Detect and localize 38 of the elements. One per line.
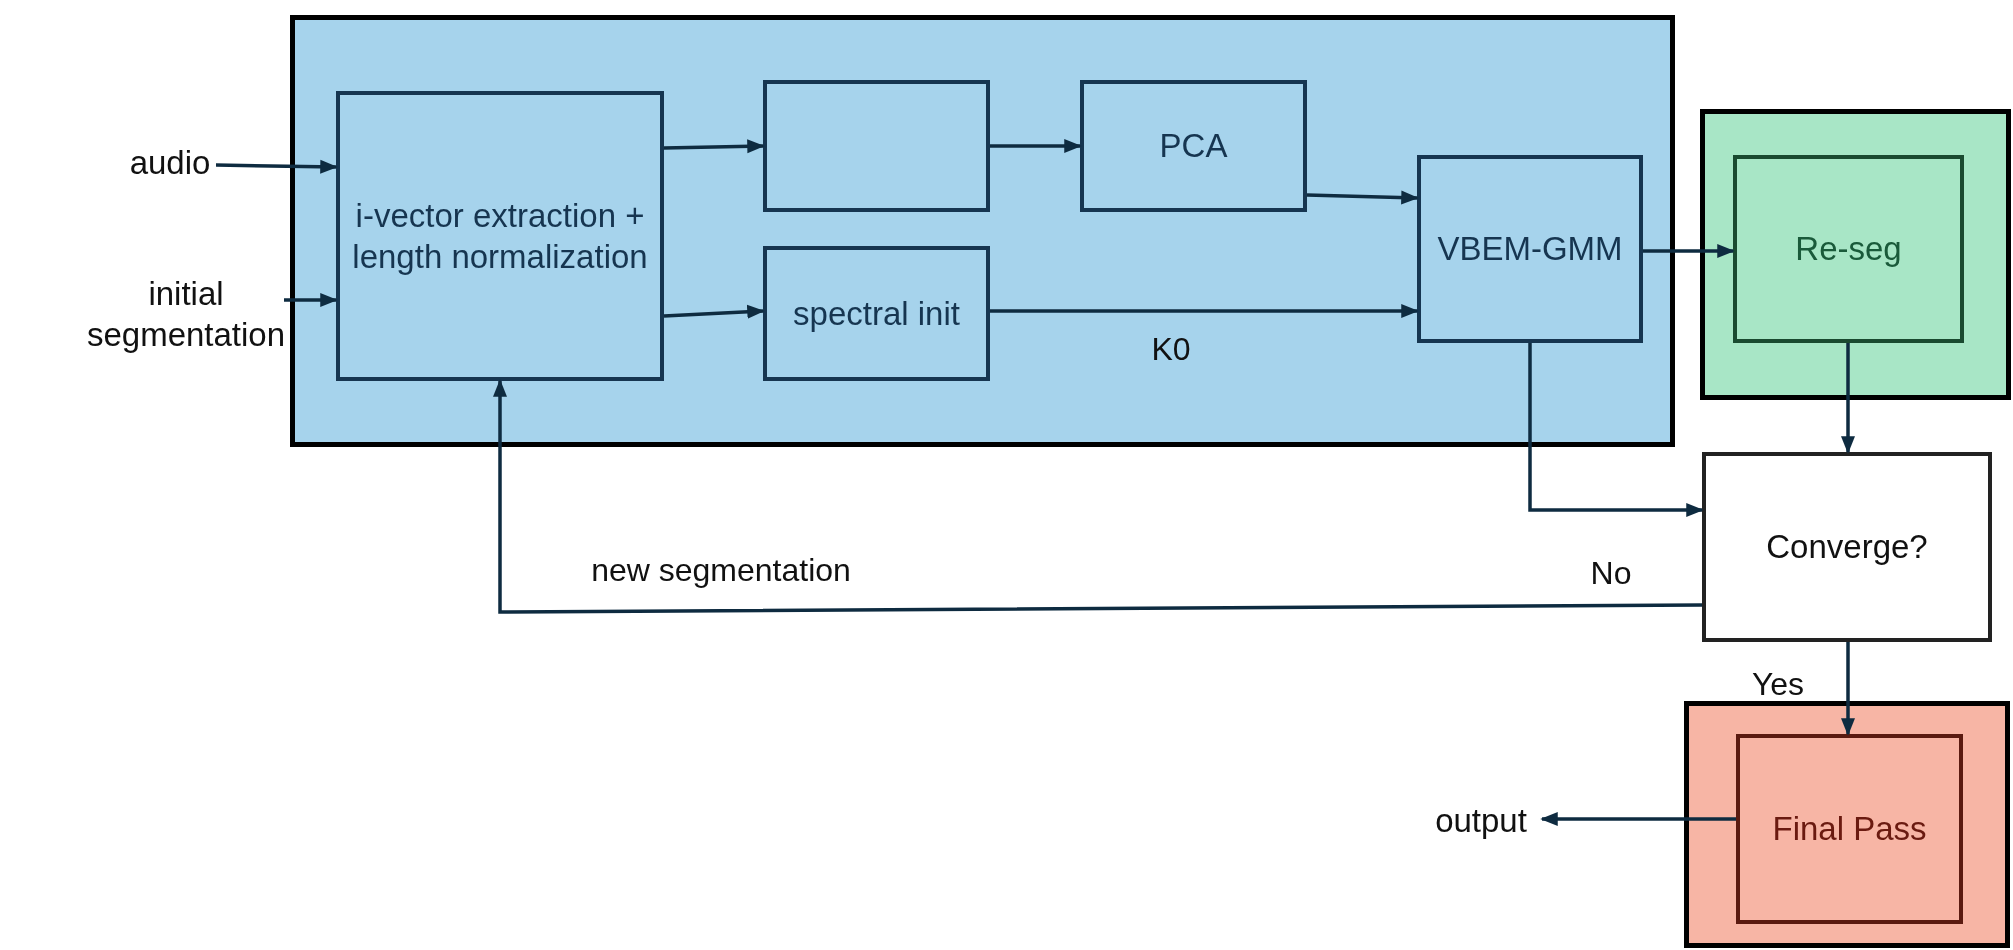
arrow <box>990 304 1419 318</box>
arrow <box>215 159 338 174</box>
box-label: Re-seg <box>1795 229 1902 270</box>
io-label: initial segmentation <box>86 273 286 355</box>
empty-box <box>763 80 990 212</box>
edge-label: No <box>1590 554 1632 592</box>
process-box <box>1417 155 1643 343</box>
note-label: new segmentation <box>591 551 851 589</box>
process-box <box>336 91 664 381</box>
decision-box <box>1702 452 1992 642</box>
process-box <box>1080 80 1307 212</box>
empty-box <box>1700 109 2011 400</box>
process-box <box>1736 734 1963 924</box>
arrow <box>1540 812 1736 826</box>
arrow <box>1306 190 1419 205</box>
arrow <box>1841 343 1855 454</box>
empty-box <box>290 15 1675 447</box>
edge-label: K0 <box>1151 330 1191 368</box>
box-label: spectral init <box>793 293 960 334</box>
arrow <box>284 293 338 307</box>
box-label: VBEM-GMM <box>1437 229 1623 270</box>
io-label: audio <box>129 143 211 184</box>
arrow <box>663 304 765 319</box>
box-label: Final Pass <box>1772 809 1927 850</box>
empty-box <box>1684 701 2010 948</box>
arrow <box>493 379 1702 614</box>
process-box <box>1733 155 1964 343</box>
edge-label: Yes <box>1751 665 1805 703</box>
arrow <box>990 139 1082 153</box>
box-label: PCA <box>1159 126 1228 167</box>
box-label: Converge? <box>1766 527 1928 568</box>
box-label: i-vector extraction + length normalization <box>351 195 649 277</box>
arrow <box>663 139 765 154</box>
arrow <box>1528 343 1704 517</box>
process-box <box>763 246 990 381</box>
io-label: output <box>1435 801 1527 842</box>
arrow <box>1643 244 1735 258</box>
arrow <box>1841 642 1855 736</box>
